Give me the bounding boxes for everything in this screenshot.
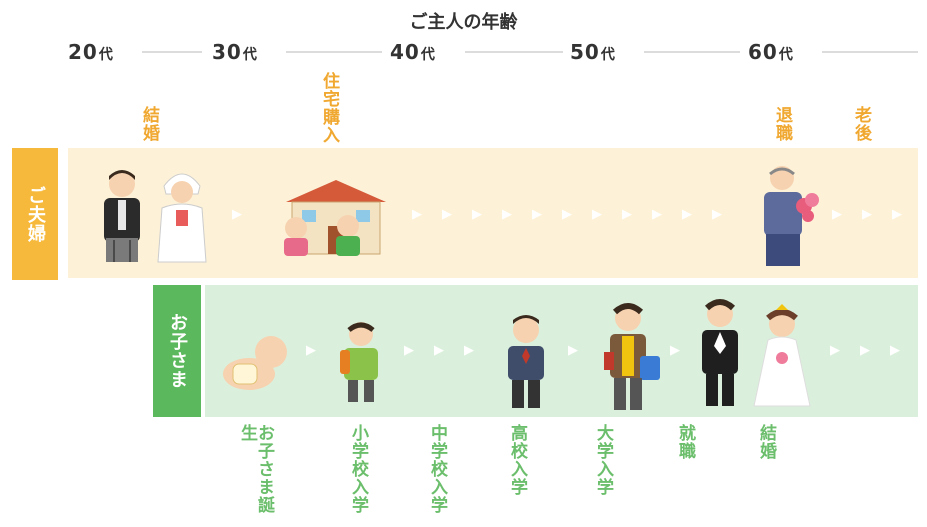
couple-event-home-purchase: 住宅購入 — [319, 72, 339, 144]
age-divider — [286, 51, 382, 53]
baby-illustration — [223, 336, 287, 390]
elementary-student-illustration — [340, 322, 378, 402]
timeline-arrow: ▶ — [472, 207, 482, 222]
couple-row-label: ご夫婦 — [25, 185, 46, 243]
high-school-student-illustration — [508, 315, 544, 408]
couple-event-marriage: 結婚 — [139, 106, 159, 142]
timeline-arrow: ▶ — [532, 207, 542, 222]
age-divider — [644, 51, 740, 53]
timeline-arrow: ▶ — [592, 207, 602, 222]
timeline-arrow: ▶ — [232, 207, 242, 222]
timeline-arrow: ▶ — [434, 343, 444, 358]
age-label-50s: 50代 — [570, 40, 616, 64]
age-label-60s: 60代 — [748, 40, 794, 64]
retired-man-illustration — [764, 166, 819, 266]
age-label-40s: 40代 — [390, 40, 436, 64]
timeline-arrow: ▶ — [306, 343, 316, 358]
couple-row-tag: ご夫婦 — [12, 148, 58, 280]
couple-event-retirement: 退職 — [772, 106, 792, 142]
timeline-arrow: ▶ — [860, 343, 870, 358]
age-axis-title: ご主人の年齢 — [409, 12, 518, 33]
timeline-arrow: ▶ — [622, 207, 632, 222]
child-event-elementary-entry: 小学校入学 — [348, 424, 368, 514]
age-divider — [822, 51, 918, 53]
timeline-arrow: ▶ — [892, 207, 902, 222]
child-row-tag: お子さま — [153, 285, 201, 417]
timeline-arrow: ▶ — [502, 207, 512, 222]
timeline-arrow: ▶ — [562, 207, 572, 222]
child-event-birth: お子さま誕生 — [237, 424, 274, 514]
timeline-arrow: ▶ — [404, 343, 414, 358]
timeline-arrow: ▶ — [442, 207, 452, 222]
bride-illustration — [157, 173, 207, 263]
timeline-arrow: ▶ — [862, 207, 872, 222]
child-row-label: お子さま — [167, 313, 188, 389]
child-bride-illustration — [753, 304, 811, 407]
timeline-arrow: ▶ — [832, 207, 842, 222]
university-student-illustration — [604, 303, 660, 410]
timeline-arrow: ▶ — [412, 207, 422, 222]
timeline-arrow: ▶ — [830, 343, 840, 358]
child-event-marriage: 結婚 — [756, 424, 776, 460]
child-event-junior-high-entry: 中学校入学 — [427, 424, 447, 514]
timeline-arrow: ▶ — [712, 207, 722, 222]
employee-groom-illustration — [702, 299, 738, 406]
age-divider — [465, 51, 563, 53]
timeline-arrow: ▶ — [464, 343, 474, 358]
child-event-high-school-entry: 高校入学 — [507, 424, 527, 496]
age-label-20s: 20代 — [68, 40, 114, 64]
child-event-university-entry: 大学入学 — [593, 424, 613, 496]
timeline-arrow: ▶ — [682, 207, 692, 222]
house-illustration — [284, 180, 386, 256]
child-event-employment: 就職 — [675, 424, 695, 460]
timeline-arrow: ▶ — [890, 343, 900, 358]
age-label-30s: 30代 — [212, 40, 258, 64]
timeline-arrow: ▶ — [670, 343, 680, 358]
age-divider — [142, 51, 202, 53]
timeline-arrow: ▶ — [568, 343, 578, 358]
timeline-arrow: ▶ — [652, 207, 662, 222]
couple-event-old-age: 老後 — [851, 106, 871, 142]
groom-illustration — [104, 170, 140, 262]
